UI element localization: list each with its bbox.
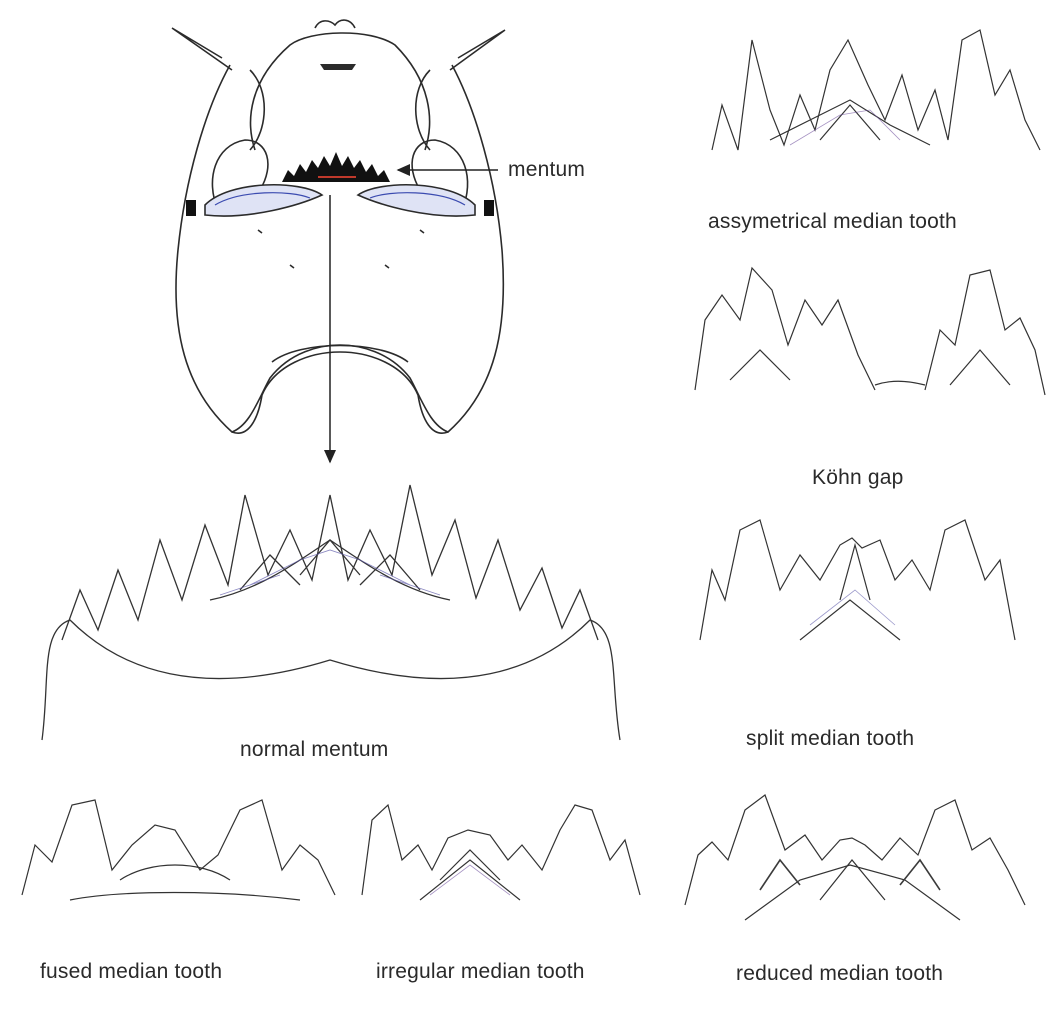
split-median-tooth-label: split median tooth: [746, 727, 914, 751]
assymetrical-median-tooth-label: assymetrical median tooth: [708, 210, 957, 234]
fused-median-tooth-label: fused median tooth: [40, 960, 222, 984]
normal-mentum-label: normal mentum: [240, 738, 388, 762]
irregular-median-tooth-label: irregular median tooth: [376, 960, 585, 984]
kohn-gap-label: Köhn gap: [812, 466, 904, 490]
reduced-median-tooth-label: reduced median tooth: [736, 962, 943, 986]
mentum-label: mentum: [508, 158, 585, 182]
